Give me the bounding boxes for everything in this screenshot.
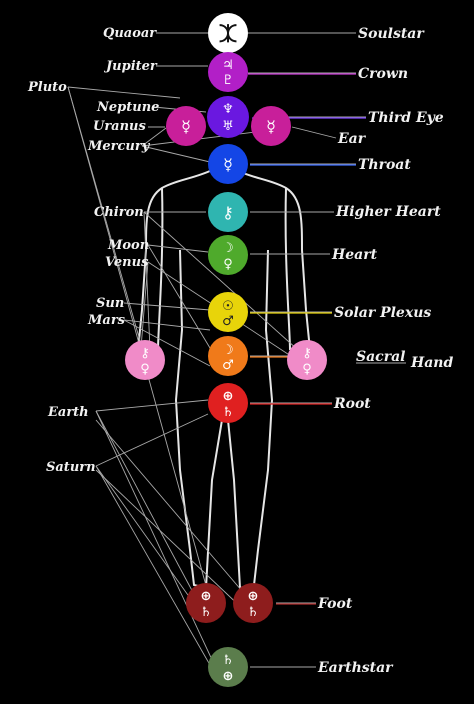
planet-label-uranus: Uranus [93, 119, 147, 134]
chakra-label-solar-plexus: Solar Plexus [334, 305, 431, 321]
chakra-ear-right-circle [251, 106, 291, 146]
planet-label-moon: Moon [107, 238, 149, 253]
chakra-hand-right-circle [287, 340, 327, 380]
chakra-root-circle [208, 383, 248, 423]
venus-symbol: ♀ [302, 362, 312, 377]
chakra-label-earthstar: Earthstar [317, 660, 394, 676]
moon-symbol: ☽ [222, 241, 234, 256]
chakra-third-eye: ♆ ♅ [207, 96, 249, 138]
chakra-soulstar: ⯰ [208, 13, 248, 53]
chakra-label-heart: Heart [331, 247, 378, 263]
chakra-foot-left-circle [186, 583, 226, 623]
chakra-label-root: Root [333, 396, 371, 412]
chakra-label-foot: Foot [317, 596, 353, 612]
planet-label-venus: Venus [105, 255, 149, 270]
mercury-symbol: ☿ [181, 117, 191, 136]
chakra-ear-left: ☿ [166, 106, 206, 146]
chakra-ear-left-circle [166, 106, 206, 146]
chakra-solar-plexus: ☉ ♂ [208, 292, 248, 332]
chakra-throat: ☿ [208, 144, 248, 184]
body-outline [137, 169, 311, 590]
planet-label-chiron: Chiron [94, 205, 144, 220]
planet-label-sun: Sun [96, 296, 124, 311]
chakra-foot-right-circle [233, 583, 273, 623]
chakra-sacral-circle [208, 336, 248, 376]
chakra-label-higher-heart: Higher Heart [335, 204, 441, 220]
quaoar-symbol: ⯰ [219, 24, 237, 45]
chakra-third-eye-circle [207, 96, 249, 138]
planet-label-pluto: Pluto [27, 80, 67, 95]
earth-symbol: ⊕ [248, 589, 259, 604]
chakra-label-hand: Hand [410, 355, 453, 371]
chakra-hand-left: ⚷ ♀ [125, 340, 165, 380]
venus-symbol: ♀ [140, 362, 150, 377]
chakra-foot-left: ⊕ ♄ [186, 583, 226, 623]
mars-symbol: ♂ [222, 358, 234, 373]
chakra-label-ear: Ear [337, 131, 367, 147]
chiron-symbol: ⚷ [222, 203, 234, 222]
planet-label-saturn: Saturn [46, 460, 96, 475]
chakra-higher-heart-circle [208, 192, 248, 232]
chakra-labels: Soulstar Crown Third Eye Ear Throat High… [317, 26, 453, 676]
chakra-heart: ☽ ♀ [208, 235, 248, 275]
chakra-label-sacral: Sacral [356, 349, 405, 365]
sun-symbol: ☉ [222, 299, 234, 314]
chakra-crown: ♃ ♇ [208, 52, 248, 92]
chakra-hand-right: ⚷ ♀ [287, 340, 327, 380]
planet-label-mercury: Mercury [87, 139, 151, 154]
chakra-crown-circle [208, 52, 248, 92]
saturn-symbol: ♄ [200, 605, 212, 620]
chiron-symbol: ⚷ [302, 346, 312, 361]
chakra-foot-right: ⊕ ♄ [233, 583, 273, 623]
chakra-soulstar-circle [208, 13, 248, 53]
moon-symbol: ☽ [222, 343, 234, 358]
chiron-symbol: ⚷ [140, 346, 150, 361]
planet-label-neptune: Neptune [96, 100, 159, 115]
saturn-symbol: ♄ [222, 653, 234, 668]
planet-label-mars: Mars [87, 313, 126, 328]
earth-symbol: ⊕ [223, 669, 234, 684]
chakra-label-third-eye: Third Eye [368, 110, 444, 126]
mercury-symbol: ☿ [223, 155, 233, 174]
earth-symbol: ⊕ [201, 589, 212, 604]
chakra-sacral: ☽ ♂ [208, 336, 248, 376]
chakra-heart-circle [208, 235, 248, 275]
planet-label-quaoar: Quaoar [103, 26, 157, 41]
saturn-symbol: ♄ [247, 605, 259, 620]
chakra-solar-plexus-circle [208, 292, 248, 332]
chakra-hand-left-circle [125, 340, 165, 380]
neptune-symbol: ♆ [222, 102, 234, 117]
chakra-root: ⊕ ♄ [208, 383, 248, 423]
planet-label-earth: Earth [47, 405, 89, 420]
chakra-throat-circle [208, 144, 248, 184]
planet-label-jupiter: Jupiter [103, 59, 158, 74]
chakra-earthstar-circle [208, 647, 248, 687]
venus-symbol: ♀ [223, 257, 233, 272]
chakra-label-crown: Crown [358, 66, 408, 82]
connector-lines [67, 32, 366, 673]
pluto-symbol: ♇ [222, 73, 234, 88]
chakra-earthstar: ♄ ⊕ [208, 647, 248, 687]
jupiter-symbol: ♃ [222, 58, 234, 73]
earth-symbol: ⊕ [223, 389, 234, 404]
chakra-higher-heart: ⚷ [208, 192, 248, 232]
uranus-symbol: ♅ [222, 119, 234, 134]
mercury-symbol: ☿ [266, 117, 276, 136]
chakra-label-throat: Throat [358, 157, 411, 173]
planet-labels: Quaoar Jupiter Pluto Neptune Uranus Merc… [27, 26, 159, 475]
mars-symbol: ♂ [222, 314, 234, 329]
chakra-ear-right: ☿ [251, 106, 291, 146]
saturn-symbol: ♄ [222, 405, 234, 420]
chakra-label-soulstar: Soulstar [358, 26, 425, 42]
